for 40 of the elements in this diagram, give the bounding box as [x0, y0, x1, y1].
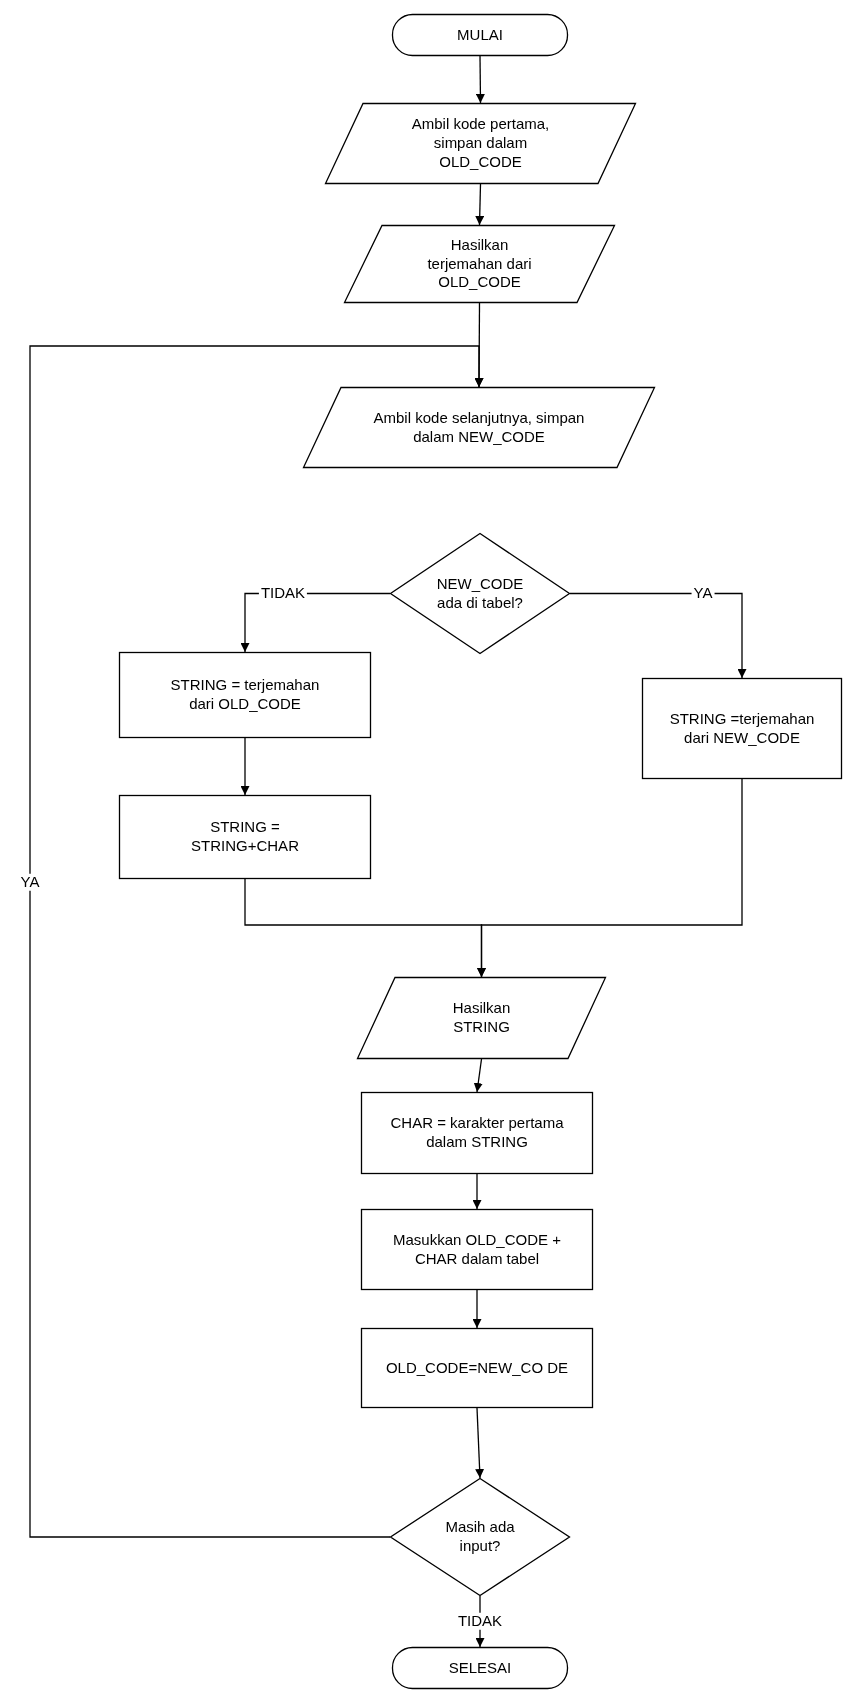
node-text: Hasilkan STRING — [451, 999, 512, 1037]
node-text: STRING = STRING+CHAR — [190, 818, 300, 856]
arrow — [29, 345, 484, 1538]
node-text: SELESAI — [448, 1658, 512, 1678]
process-box — [361, 1209, 593, 1290]
arrow — [472, 1173, 482, 1210]
decision-diamond — [390, 1478, 570, 1596]
node-text: CHAR = karakter pertama dalam STRING — [389, 1114, 565, 1152]
arrow — [473, 1058, 483, 1093]
data-parallelogram — [325, 103, 636, 184]
data-parallelogram — [303, 387, 655, 468]
node-text: Masih ada input? — [444, 1518, 516, 1556]
process-box — [119, 795, 371, 879]
terminator-shape — [392, 1647, 568, 1689]
node-text: NEW_CODE ada di tabel? — [435, 574, 525, 613]
arrow — [472, 1289, 482, 1329]
arrow — [477, 778, 743, 978]
node-text: MULAI — [457, 25, 503, 45]
edge-label: YA — [18, 873, 42, 891]
arrow — [569, 592, 747, 679]
arrow — [475, 183, 485, 226]
decision-diamond — [390, 533, 570, 654]
node-text: Ambil kode selanjutnya, simpan dalam NEW_CODE — [373, 408, 585, 447]
node-text: STRING =terjemahan dari NEW_CODE — [668, 709, 816, 748]
data-parallelogram — [357, 977, 606, 1059]
node-text: Ambil kode pertama, simpan dalam OLD_CODE — [410, 115, 551, 172]
node-text: Masukkan OLD_CODE + CHAR dalam tabel — [392, 1230, 562, 1269]
node-text: OLD_CODE=NEW_CO DE — [385, 1358, 569, 1378]
terminator-shape — [392, 14, 568, 56]
arrow — [240, 737, 250, 796]
node-text: STRING = terjemahan dari OLD_CODE — [169, 676, 321, 714]
arrow — [475, 55, 485, 104]
node-text: Hasilkan terjemahan dari OLD_CODE — [426, 235, 533, 293]
process-box — [361, 1328, 593, 1408]
process-box — [119, 652, 371, 738]
process-box — [642, 678, 842, 779]
process-box — [361, 1092, 593, 1174]
arrow — [475, 1407, 485, 1479]
data-parallelogram — [344, 225, 615, 303]
edge-label: TIDAK — [455, 1612, 505, 1630]
